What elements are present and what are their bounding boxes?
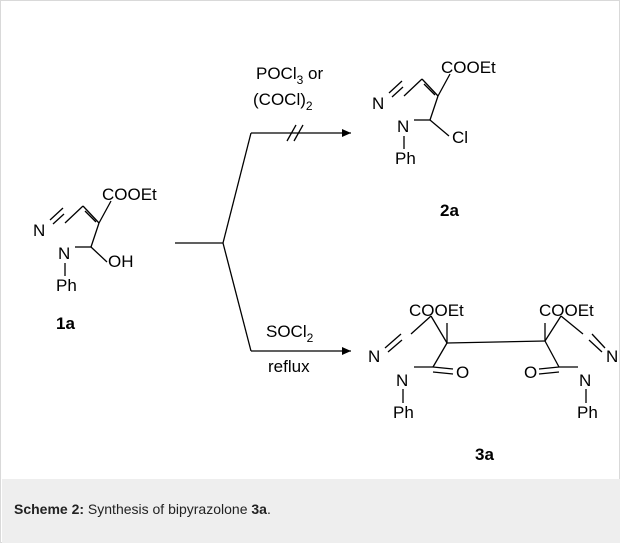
reagents-top-line1: POCl3 or — [256, 64, 323, 87]
compound-3a-ester-left: COOEt — [409, 301, 464, 320]
compound-3a — [384, 315, 606, 403]
caption-suffix: . — [266, 501, 271, 517]
reagents-bottom-line1: SOCl2 — [266, 322, 314, 345]
compound-3a-n-right-top: N — [606, 347, 618, 366]
reaction-arrows — [175, 124, 351, 355]
compound-2a-n-bottom: N — [397, 117, 409, 136]
compound-1a-n-top: N — [33, 221, 45, 240]
reagents-bottom-line2: reflux — [268, 357, 310, 376]
compound-2a-substituent: Cl — [452, 128, 468, 147]
compound-1a — [49, 200, 112, 276]
compound-2a-phenyl: Ph — [395, 149, 416, 168]
compound-1a-label: 1a — [56, 314, 75, 333]
compound-2a — [388, 73, 451, 149]
caption-compound: 3a — [251, 501, 267, 517]
compound-2a-ester: COOEt — [441, 58, 496, 77]
caption-text: Synthesis of bipyrazolone — [84, 501, 252, 517]
reagents-top-line2: (COCl)2 — [253, 90, 313, 113]
compound-1a-substituent: OH — [108, 252, 134, 271]
compound-3a-n-left-bottom: N — [396, 371, 408, 390]
compound-1a-phenyl: Ph — [56, 276, 77, 295]
compound-3a-oxygen-right: O — [524, 363, 537, 382]
compound-2a-n-top: N — [372, 94, 384, 113]
compound-1a-n-bottom: N — [58, 244, 70, 263]
compound-3a-n-right-bottom: N — [579, 371, 591, 390]
caption-bar: Scheme 2: Synthesis of bipyrazolone 3a. — [2, 479, 620, 543]
scheme-caption: Scheme 2: Synthesis of bipyrazolone 3a. — [14, 501, 271, 517]
compound-3a-oxygen-left: O — [456, 363, 469, 382]
compound-3a-n-left-top: N — [368, 347, 380, 366]
compound-3a-label: 3a — [475, 445, 494, 464]
caption-prefix: Scheme 2: — [14, 501, 85, 517]
compound-2a-label: 2a — [440, 201, 459, 220]
reaction-scheme: COOEt N N OH Ph 1a POCl3 or (COCl)2 SOCl… — [33, 58, 618, 464]
compound-1a-ester: COOEt — [102, 185, 157, 204]
compound-3a-ester-right: COOEt — [539, 301, 594, 320]
compound-3a-phenyl-left: Ph — [393, 403, 414, 422]
compound-3a-phenyl-right: Ph — [577, 403, 598, 422]
